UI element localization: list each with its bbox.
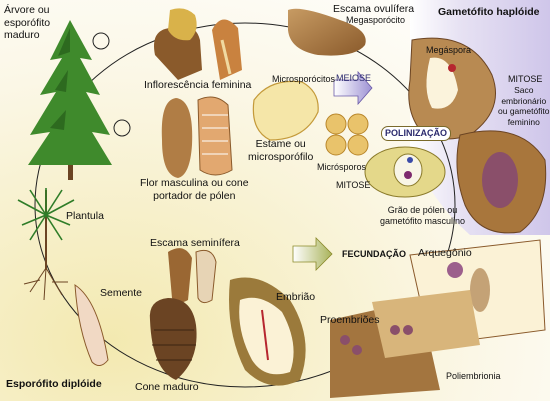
pollen-grain-illustration [364, 146, 446, 198]
cycle-path [34, 22, 456, 388]
seminiferous-scale-illustration [168, 248, 217, 304]
label-ovuliferous-scale: Escama ovulífera [333, 3, 415, 15]
label-megaspore: Megáspora [426, 45, 472, 55]
pine-tree-illustration [28, 20, 131, 180]
label-megasporocyte: Megasporócito [346, 15, 406, 25]
label-archegonium: Arquegônio [418, 247, 472, 259]
label-mitosis-mid: MITOSE [336, 180, 371, 190]
seed-illustration [74, 284, 109, 366]
label-pollen-grain: Grão de pólen ou gametófito masculino [380, 205, 466, 226]
seedling-illustration [17, 188, 75, 301]
proembryos-illustration [330, 290, 480, 398]
label-seedling: Plantula [66, 210, 104, 222]
label-mitosis-top: MITOSE [508, 74, 543, 84]
label-pollination: POLINIZAÇÃO [381, 126, 451, 141]
label-seed: Semente [100, 287, 143, 299]
label-meiosis: MEIOSE [336, 73, 372, 83]
label-fertilization: FECUNDAÇÃO [342, 249, 406, 259]
label-mature-cone: Cone maduro [135, 381, 199, 393]
female-inflorescence-illustration [154, 8, 242, 80]
label-female-inflorescence: Inflorescência feminina [144, 79, 252, 91]
diploid-title: Esporófito diplóide [6, 378, 102, 390]
microspores-illustration [325, 113, 369, 156]
label-microsporocytes: Microsporócitos [272, 74, 336, 84]
label-stamen: Estame ou microsporófilo [248, 138, 314, 163]
stamen-illustration [252, 80, 319, 141]
label-seminiferous-scale: Escama seminífera [150, 237, 240, 249]
mature-cone-illustration [149, 298, 197, 380]
ovuliferous-scale-illustration [288, 8, 366, 56]
meiosis-arrow [333, 70, 373, 106]
label-polyembryony: Poliembrionia [446, 371, 501, 381]
label-embryo: Embrião [276, 291, 316, 303]
label-male-flower: Flor masculina ou cone portador de pólen [140, 177, 249, 202]
male-flower-illustration [161, 96, 233, 178]
label-embryo-sac: Saco embrionário ou gametófito feminino [498, 85, 550, 127]
fertilization-arrow [292, 237, 333, 271]
label-microspores: Micrósporos [317, 162, 367, 172]
label-proembryos: Proembriões [320, 314, 380, 326]
embryo-illustration [229, 277, 306, 386]
label-tree: Árvore ou esporófito maduro [4, 4, 51, 41]
haploid-title: Gametófito haplóide [438, 6, 540, 18]
